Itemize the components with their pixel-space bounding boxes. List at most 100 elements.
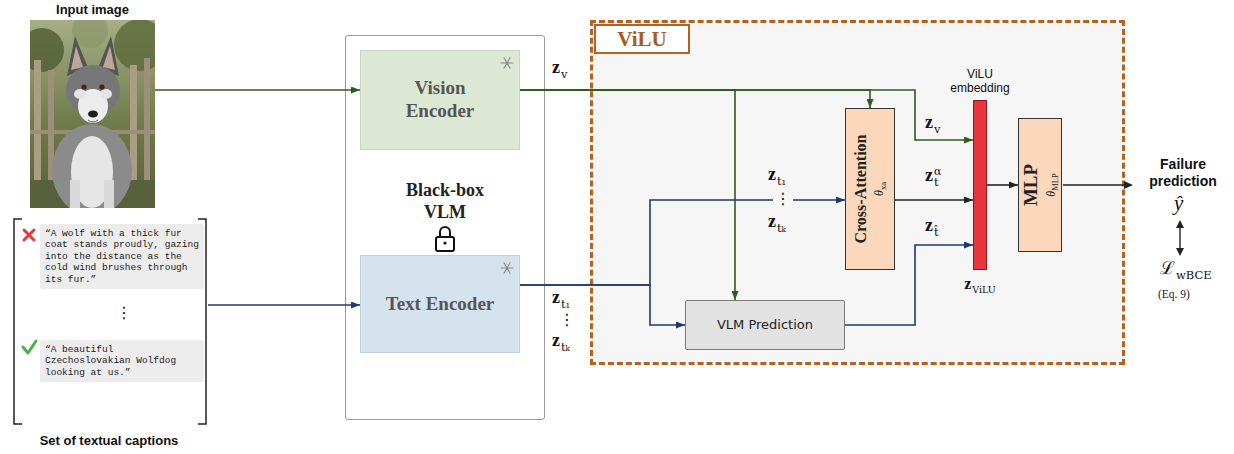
math-subscript: t₁ — [561, 297, 570, 311]
math-base: z — [768, 164, 776, 184]
math-label: zt̂ — [925, 216, 939, 239]
caption-group: Set of textual captions “A wolf with a th… — [10, 216, 208, 448]
math-subscript: tₖ — [777, 221, 786, 235]
caption-box: “A beautiful Czechoslovakian Wolfdog loo… — [40, 340, 204, 382]
connector-arrow — [987, 184, 1018, 186]
loss-arrow — [1179, 226, 1180, 250]
param-symbol: θ — [872, 190, 886, 196]
math-base: z — [552, 287, 560, 307]
vlm-title: Black-box VLM — [390, 180, 500, 223]
out-arrow — [1063, 184, 1126, 186]
math-subscript: t̂ — [934, 225, 939, 239]
math-base: z — [964, 275, 971, 292]
param-line: θxa — [870, 114, 888, 264]
param-line: θMLP — [1042, 124, 1060, 246]
math-base: z — [768, 211, 776, 231]
math-base: z — [552, 57, 560, 77]
encoder-box: Text Encoder — [360, 255, 520, 353]
rotated-text: Cross-Attentionθxa — [852, 114, 888, 264]
math-label: zt₁ — [766, 165, 788, 188]
ellipsis-dots: ⋮ — [559, 310, 575, 329]
math-label: Failure prediction — [1138, 156, 1228, 190]
group-title: Set of textual captions — [10, 433, 208, 448]
correct-mark — [23, 341, 36, 353]
caption-text: “A wolf with a thick fur coat stands pro… — [40, 224, 204, 289]
connector-arrow — [520, 285, 685, 325]
math-superscript: α — [934, 166, 941, 177]
math-label: ⋮ — [116, 304, 132, 322]
mlp-block: MLPθMLP — [1018, 118, 1062, 252]
caption-box: “A wolf with a thick fur coat stands pro… — [40, 224, 204, 289]
caption-bracket — [14, 219, 22, 424]
math-subscript: v — [561, 67, 568, 81]
dog-photo — [104, 180, 114, 208]
prediction-label: VLM Prediction — [717, 317, 813, 333]
output-title: Failure prediction — [1138, 156, 1228, 190]
param-subscript: xa — [878, 182, 888, 190]
param-symbol: θ — [1044, 191, 1058, 197]
module-title: ViLU — [617, 29, 666, 50]
loss-symbol: ℒ — [1160, 257, 1175, 278]
prediction-symbol: ŷ — [1174, 191, 1183, 215]
math-label: zv — [925, 113, 941, 136]
dog-photo — [88, 111, 98, 118]
out-arrow — [1063, 181, 1133, 189]
connector-arrow — [845, 245, 973, 325]
encoder-box: Vision Encoder — [360, 50, 520, 150]
correct-mark — [23, 341, 36, 353]
embedding-bar-fill — [973, 100, 987, 270]
frozen-icon — [501, 263, 513, 273]
frozen-icon — [501, 58, 513, 68]
vilu-module: ViLUCross-AttentionθxaVLM PredictionViLU… — [590, 20, 1125, 365]
out-arrow — [1124, 181, 1133, 189]
math-label: ŷ — [1174, 192, 1183, 215]
math-base: z — [552, 330, 560, 350]
embedding-symbol: zViLU — [964, 275, 996, 295]
math-label: zt₁ — [552, 288, 570, 311]
math-subscript: wBCE — [1176, 268, 1212, 282]
math-label: zv — [552, 58, 568, 81]
connector-arrow — [520, 90, 870, 108]
connector-arrow — [895, 199, 973, 201]
connector-arrow — [208, 304, 360, 306]
math-subscript: t — [934, 177, 941, 189]
loss-arrow — [1176, 220, 1184, 228]
connector-arrow — [520, 90, 735, 300]
frozen-icon — [501, 58, 513, 273]
math-label: ⋮ — [559, 311, 575, 329]
lock-icon — [436, 227, 454, 251]
block-title: Cross-Attention — [852, 114, 870, 264]
prediction-box: VLM Prediction — [685, 300, 845, 350]
encoder-label: Vision Encoder — [380, 77, 500, 123]
dog-photo — [30, 20, 155, 208]
rotated-text: MLPθMLP — [1020, 124, 1059, 246]
lock-icon — [443, 241, 446, 244]
math-label: ztₖ — [552, 331, 570, 354]
math-base: z — [925, 165, 933, 185]
dog-photo — [70, 180, 80, 208]
dog-photo — [81, 84, 86, 89]
lock-icon — [440, 227, 450, 237]
title-tab: ViLU — [594, 24, 690, 54]
math-subscript: t₁ — [777, 174, 786, 188]
math-subscript: v — [934, 122, 941, 136]
dog-photo — [88, 120, 98, 122]
caption-bracket — [198, 219, 206, 424]
encoder-label: Text Encoder — [380, 293, 500, 316]
loss-arrow — [1176, 248, 1184, 256]
connector-arrow — [520, 200, 845, 285]
dog-photo — [74, 89, 86, 99]
dog-photo — [99, 84, 104, 89]
image-panel: Input image — [30, 2, 155, 210]
embedding-bar: ViLU embeddingzViLU — [973, 100, 987, 270]
script-stack: αt — [934, 166, 941, 189]
loss-arrow — [1176, 220, 1184, 256]
math-base: z — [925, 112, 933, 132]
math-label: ztₖ — [766, 212, 788, 235]
embedding-title: ViLU embedding — [942, 68, 1018, 96]
image-panel-fill — [30, 2, 155, 210]
dog-photo — [71, 46, 83, 70]
